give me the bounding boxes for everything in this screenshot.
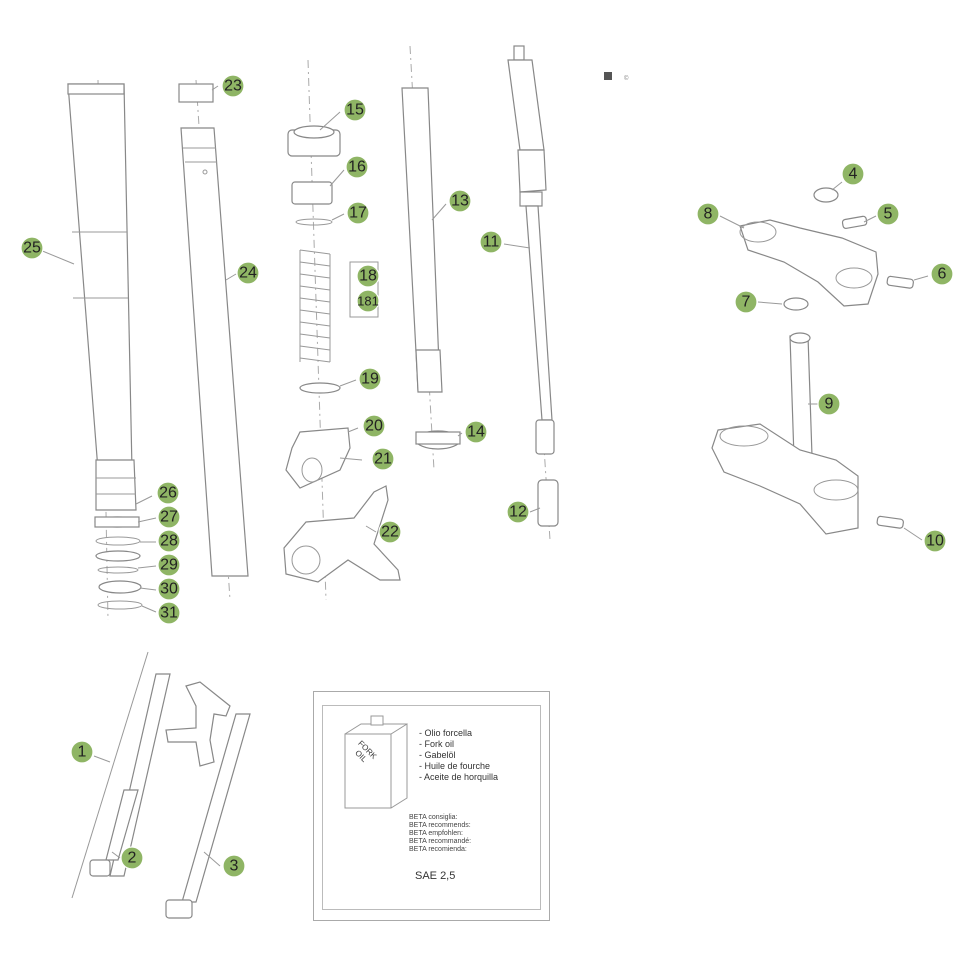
callout-14: 14 bbox=[464, 420, 488, 444]
oil-can-icon bbox=[344, 715, 408, 809]
callout-15: 15 bbox=[343, 98, 367, 122]
svg-text:13: 13 bbox=[451, 193, 469, 210]
callout-6: 6 bbox=[930, 262, 954, 286]
outer-tube-25 bbox=[67, 79, 143, 621]
svg-text:4: 4 bbox=[849, 166, 858, 183]
svg-text:3: 3 bbox=[230, 858, 239, 875]
svg-text:10: 10 bbox=[926, 533, 944, 550]
svg-text:9: 9 bbox=[825, 396, 834, 413]
svg-text:17: 17 bbox=[349, 205, 367, 222]
callout-1: 1 bbox=[70, 740, 94, 764]
svg-text:29: 29 bbox=[160, 557, 178, 574]
callout-29: 29 bbox=[157, 553, 181, 577]
oil-name-list: - Olio forcella - Fork oil - Gabelöl - H… bbox=[419, 728, 498, 783]
damper-stack bbox=[283, 59, 401, 601]
svg-text:23: 23 bbox=[224, 78, 242, 95]
oil-grade: SAE 2,5 bbox=[415, 870, 456, 882]
callout-4: 4 bbox=[841, 162, 865, 186]
callout-21: 21 bbox=[371, 447, 395, 471]
svg-text:18: 18 bbox=[359, 268, 377, 285]
callout-22: 22 bbox=[378, 520, 402, 544]
upper-triple-clamp bbox=[739, 187, 914, 311]
svg-text:25: 25 bbox=[23, 240, 41, 257]
oil-name-es: - Aceite de horquilla bbox=[419, 772, 499, 782]
callout-18: 18 bbox=[356, 264, 380, 288]
callout-19: 19 bbox=[358, 367, 382, 391]
svg-text:19: 19 bbox=[361, 371, 379, 388]
svg-text:24: 24 bbox=[239, 265, 257, 282]
svg-text:8: 8 bbox=[704, 206, 713, 223]
callout-20: 20 bbox=[362, 414, 386, 438]
callout-26: 26 bbox=[156, 481, 180, 505]
inner-tube-24 bbox=[178, 79, 249, 601]
callout-9: 9 bbox=[817, 392, 841, 416]
beta-recommends-list: BETA consiglia: BETA recommends: BETA em… bbox=[409, 814, 471, 854]
oil-name-fr: - Huile de fourche bbox=[419, 761, 491, 771]
svg-text:6: 6 bbox=[938, 266, 947, 283]
beta-de: BETA empfohlen: bbox=[409, 830, 463, 837]
damper-rod-11 bbox=[507, 45, 559, 541]
assembled-fork bbox=[71, 651, 251, 919]
svg-text:11: 11 bbox=[483, 234, 500, 251]
svg-text:2: 2 bbox=[128, 850, 137, 867]
callout-7: 7 bbox=[734, 290, 758, 314]
oil-name-de: - Gabelöl bbox=[419, 750, 456, 760]
callout-30: 30 bbox=[157, 577, 181, 601]
callout-13: 13 bbox=[448, 189, 472, 213]
callout-3: 3 bbox=[222, 854, 246, 878]
svg-text:14: 14 bbox=[467, 424, 485, 441]
callout-28: 28 bbox=[157, 529, 181, 553]
svg-text:26: 26 bbox=[159, 485, 177, 502]
copyright-icon: © bbox=[604, 72, 629, 82]
callout-8: 8 bbox=[696, 202, 720, 226]
callout-17: 17 bbox=[346, 201, 370, 225]
svg-text:181: 181 bbox=[357, 294, 379, 309]
beta-es: BETA recomienda: bbox=[409, 846, 467, 853]
svg-text:20: 20 bbox=[365, 418, 383, 435]
lower-triple-clamp bbox=[711, 332, 904, 535]
callout-31: 31 bbox=[157, 601, 181, 625]
beta-fr: BETA recommandé: bbox=[409, 838, 472, 845]
svg-text:12: 12 bbox=[509, 504, 527, 521]
callout-25: 25 bbox=[20, 236, 44, 260]
svg-text:31: 31 bbox=[160, 605, 178, 622]
callout-12: 12 bbox=[506, 500, 530, 524]
callout-181: 181 bbox=[356, 289, 380, 313]
svg-text:7: 7 bbox=[742, 294, 751, 311]
svg-text:30: 30 bbox=[160, 581, 178, 598]
svg-text:22: 22 bbox=[381, 524, 399, 541]
leader-lines bbox=[39, 85, 929, 867]
callout-24: 24 bbox=[236, 261, 260, 285]
callout-27: 27 bbox=[157, 505, 181, 529]
callout-5: 5 bbox=[876, 202, 900, 226]
svg-text:1: 1 bbox=[78, 744, 87, 761]
callout-2: 2 bbox=[120, 846, 144, 870]
svg-text:21: 21 bbox=[374, 451, 392, 468]
svg-text:©: © bbox=[624, 75, 629, 82]
svg-text:27: 27 bbox=[160, 509, 178, 526]
callout-16: 16 bbox=[345, 155, 369, 179]
callout-23: 23 bbox=[221, 74, 245, 98]
beta-en: BETA recommends: bbox=[409, 822, 471, 829]
cartridge-13 bbox=[401, 45, 461, 471]
svg-text:15: 15 bbox=[346, 102, 364, 119]
oil-name-en: - Fork oil bbox=[419, 739, 455, 749]
svg-text:28: 28 bbox=[160, 533, 178, 550]
oil-name-it: - Olio forcella bbox=[419, 728, 473, 738]
callout-11: 11 bbox=[479, 230, 503, 254]
beta-it: BETA consiglia: bbox=[409, 814, 458, 821]
svg-text:5: 5 bbox=[884, 206, 893, 223]
svg-text:16: 16 bbox=[348, 159, 366, 176]
callout-10: 10 bbox=[923, 529, 947, 553]
